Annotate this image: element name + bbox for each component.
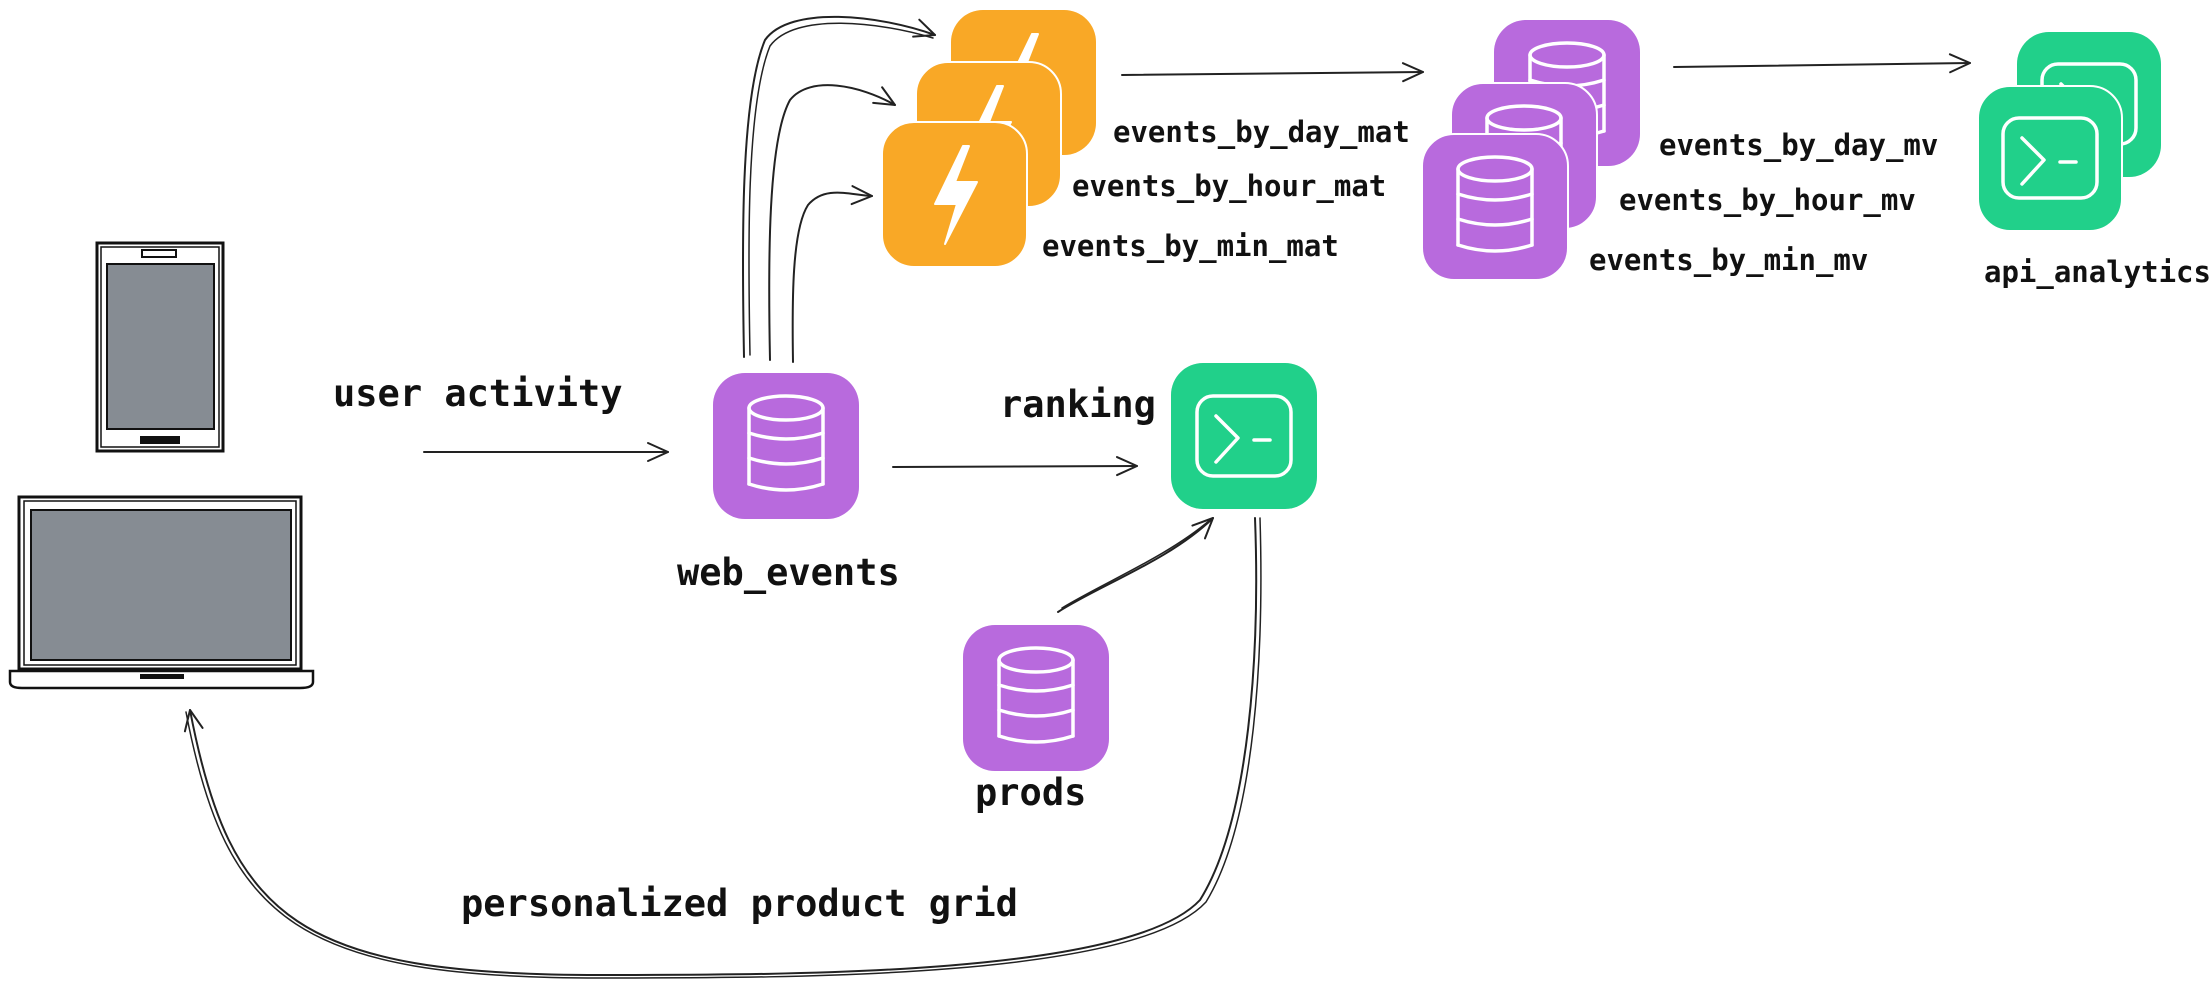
endpoint-ranking[interactable] <box>1171 363 1317 509</box>
label-personalized-product-grid: personalized product grid <box>461 882 1018 925</box>
label-web-events: web_events <box>677 551 900 594</box>
label-user-activity: user activity <box>333 372 623 415</box>
datasource-web-events[interactable] <box>713 373 859 519</box>
datasource-prods[interactable] <box>963 625 1109 771</box>
arrow-web-events-to-hour-mat <box>768 84 896 361</box>
label-events-by-min-mv: events_by_min_mv <box>1589 243 1868 277</box>
label-api-analytics: api_analytics <box>1984 255 2209 289</box>
label-events-by-hour-mat: events_by_hour_mat <box>1072 169 1386 203</box>
arrow-web-events-to-ranking <box>892 456 1138 477</box>
laptop-icon <box>8 495 315 690</box>
label-events-by-day-mv: events_by_day_mv <box>1659 128 1938 162</box>
materialization-events-by-min[interactable] <box>881 121 1028 268</box>
arrow-ranking-to-devices <box>183 517 1258 976</box>
endpoint-api-analytics[interactable] <box>1977 85 2123 232</box>
label-events-by-day-mat: events_by_day_mat <box>1113 115 1410 149</box>
datasource-events-by-min-mv[interactable] <box>1421 133 1569 281</box>
label-events-by-min-mat: events_by_min_mat <box>1042 229 1339 263</box>
arrow-prods-to-ranking <box>1057 517 1214 613</box>
arrow-mv-to-api <box>1673 53 1971 74</box>
arrow-web-events-to-min-mat <box>791 185 873 363</box>
arrow-prods-to-ranking-2 <box>1061 519 1211 609</box>
arrow-web-events-to-day-mat <box>741 15 936 358</box>
arrow-mat-to-mv <box>1121 62 1424 83</box>
arrow-ranking-to-devices-2 <box>185 517 1262 979</box>
arrow-web-events-to-day-mat-2 <box>748 22 934 356</box>
label-events-by-hour-mv: events_by_hour_mv <box>1619 183 1916 217</box>
label-ranking: ranking <box>1000 383 1156 426</box>
connectors <box>183 15 1971 979</box>
phone-icon <box>95 241 225 453</box>
label-prods: prods <box>975 771 1086 814</box>
